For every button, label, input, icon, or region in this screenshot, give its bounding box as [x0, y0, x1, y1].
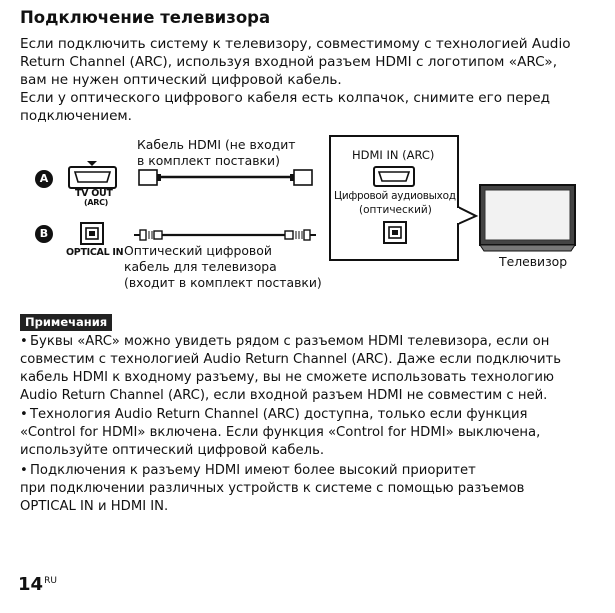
intro-line: Если у оптического цифрового кабеля есть…: [20, 90, 551, 106]
intro-line: Return Channel (ARC), используя входной …: [20, 54, 558, 70]
note-line: •Технология Audio Return Channel (ARC) д…: [20, 407, 528, 422]
note-line: «Control for HDMI» включена. Если функци…: [20, 425, 541, 440]
note-line: •Буквы «ARC» можно увидеть рядом с разъе…: [20, 334, 550, 349]
note-line: OPTICAL IN и HDMI IN.: [20, 499, 169, 514]
intro-line: Если подключить систему к телевизору, со…: [20, 36, 571, 52]
tv-label: Телевизор: [499, 254, 568, 269]
note-line: кабель HDMI к входному разъему, вы не см…: [20, 370, 555, 385]
hdmi-port-icon: [68, 161, 117, 189]
optical-cable-label: кабель для телевизора: [124, 259, 277, 274]
tv-optical-label: Цифровой аудиовыход: [334, 190, 456, 202]
note-line: при подключении различных устройств к си…: [20, 481, 525, 496]
note-text: Буквы «ARC» можно увидеть рядом с разъем…: [30, 334, 550, 349]
page-title: Подключение телевизора: [20, 8, 271, 27]
note-line: совместим с технологией Audio Return Cha…: [20, 352, 562, 367]
marker-a-icon: A: [35, 170, 53, 188]
intro-line: подключением.: [20, 108, 133, 124]
tv-icon: [479, 184, 576, 252]
hdmi-cable-label: Кабель HDMI (не входит: [137, 137, 296, 152]
optical-port-icon: [80, 222, 104, 245]
tv-optical-label: (оптический): [359, 204, 432, 216]
note-text: Технология Audio Return Channel (ARC) до…: [30, 407, 528, 422]
note-text: Подключения к разъему HDMI имеют более в…: [30, 463, 476, 478]
tv-out-label: TV OUT: [75, 188, 113, 199]
page-lang: RU: [44, 576, 57, 586]
optical-in-label: OPTICAL IN: [66, 247, 124, 258]
intro-line: вам не нужен оптический цифровой кабель.: [20, 72, 342, 88]
tv-panel-box: [329, 135, 479, 261]
note-line: Audio Return Channel (ARC), если входной…: [20, 388, 548, 403]
page-number-value: 14: [18, 574, 44, 595]
page-number: 14RU: [18, 574, 57, 595]
tv-optical-port-icon: [383, 221, 407, 244]
tv-hdmi-port-icon: [373, 166, 415, 187]
notes-badge: Примечания: [20, 314, 113, 331]
note-line: используйте оптический цифровой кабель.: [20, 443, 325, 458]
hdmi-cable-label: в комплект поставки): [137, 153, 280, 168]
note-line: •Подключения к разъему HDMI имеют более …: [20, 463, 476, 478]
optical-cable-label: (входит в комплект поставки): [124, 275, 322, 290]
hdmi-cable-icon: [138, 169, 313, 186]
tv-hdmi-in-label: HDMI IN (ARC): [352, 148, 435, 162]
marker-b-icon: B: [35, 225, 53, 243]
connection-diagram: [68, 135, 576, 261]
optical-cable-icon: [134, 229, 316, 241]
optical-cable-label: Оптический цифровой: [124, 243, 272, 258]
tv-out-arc-label: (ARC): [84, 198, 109, 207]
